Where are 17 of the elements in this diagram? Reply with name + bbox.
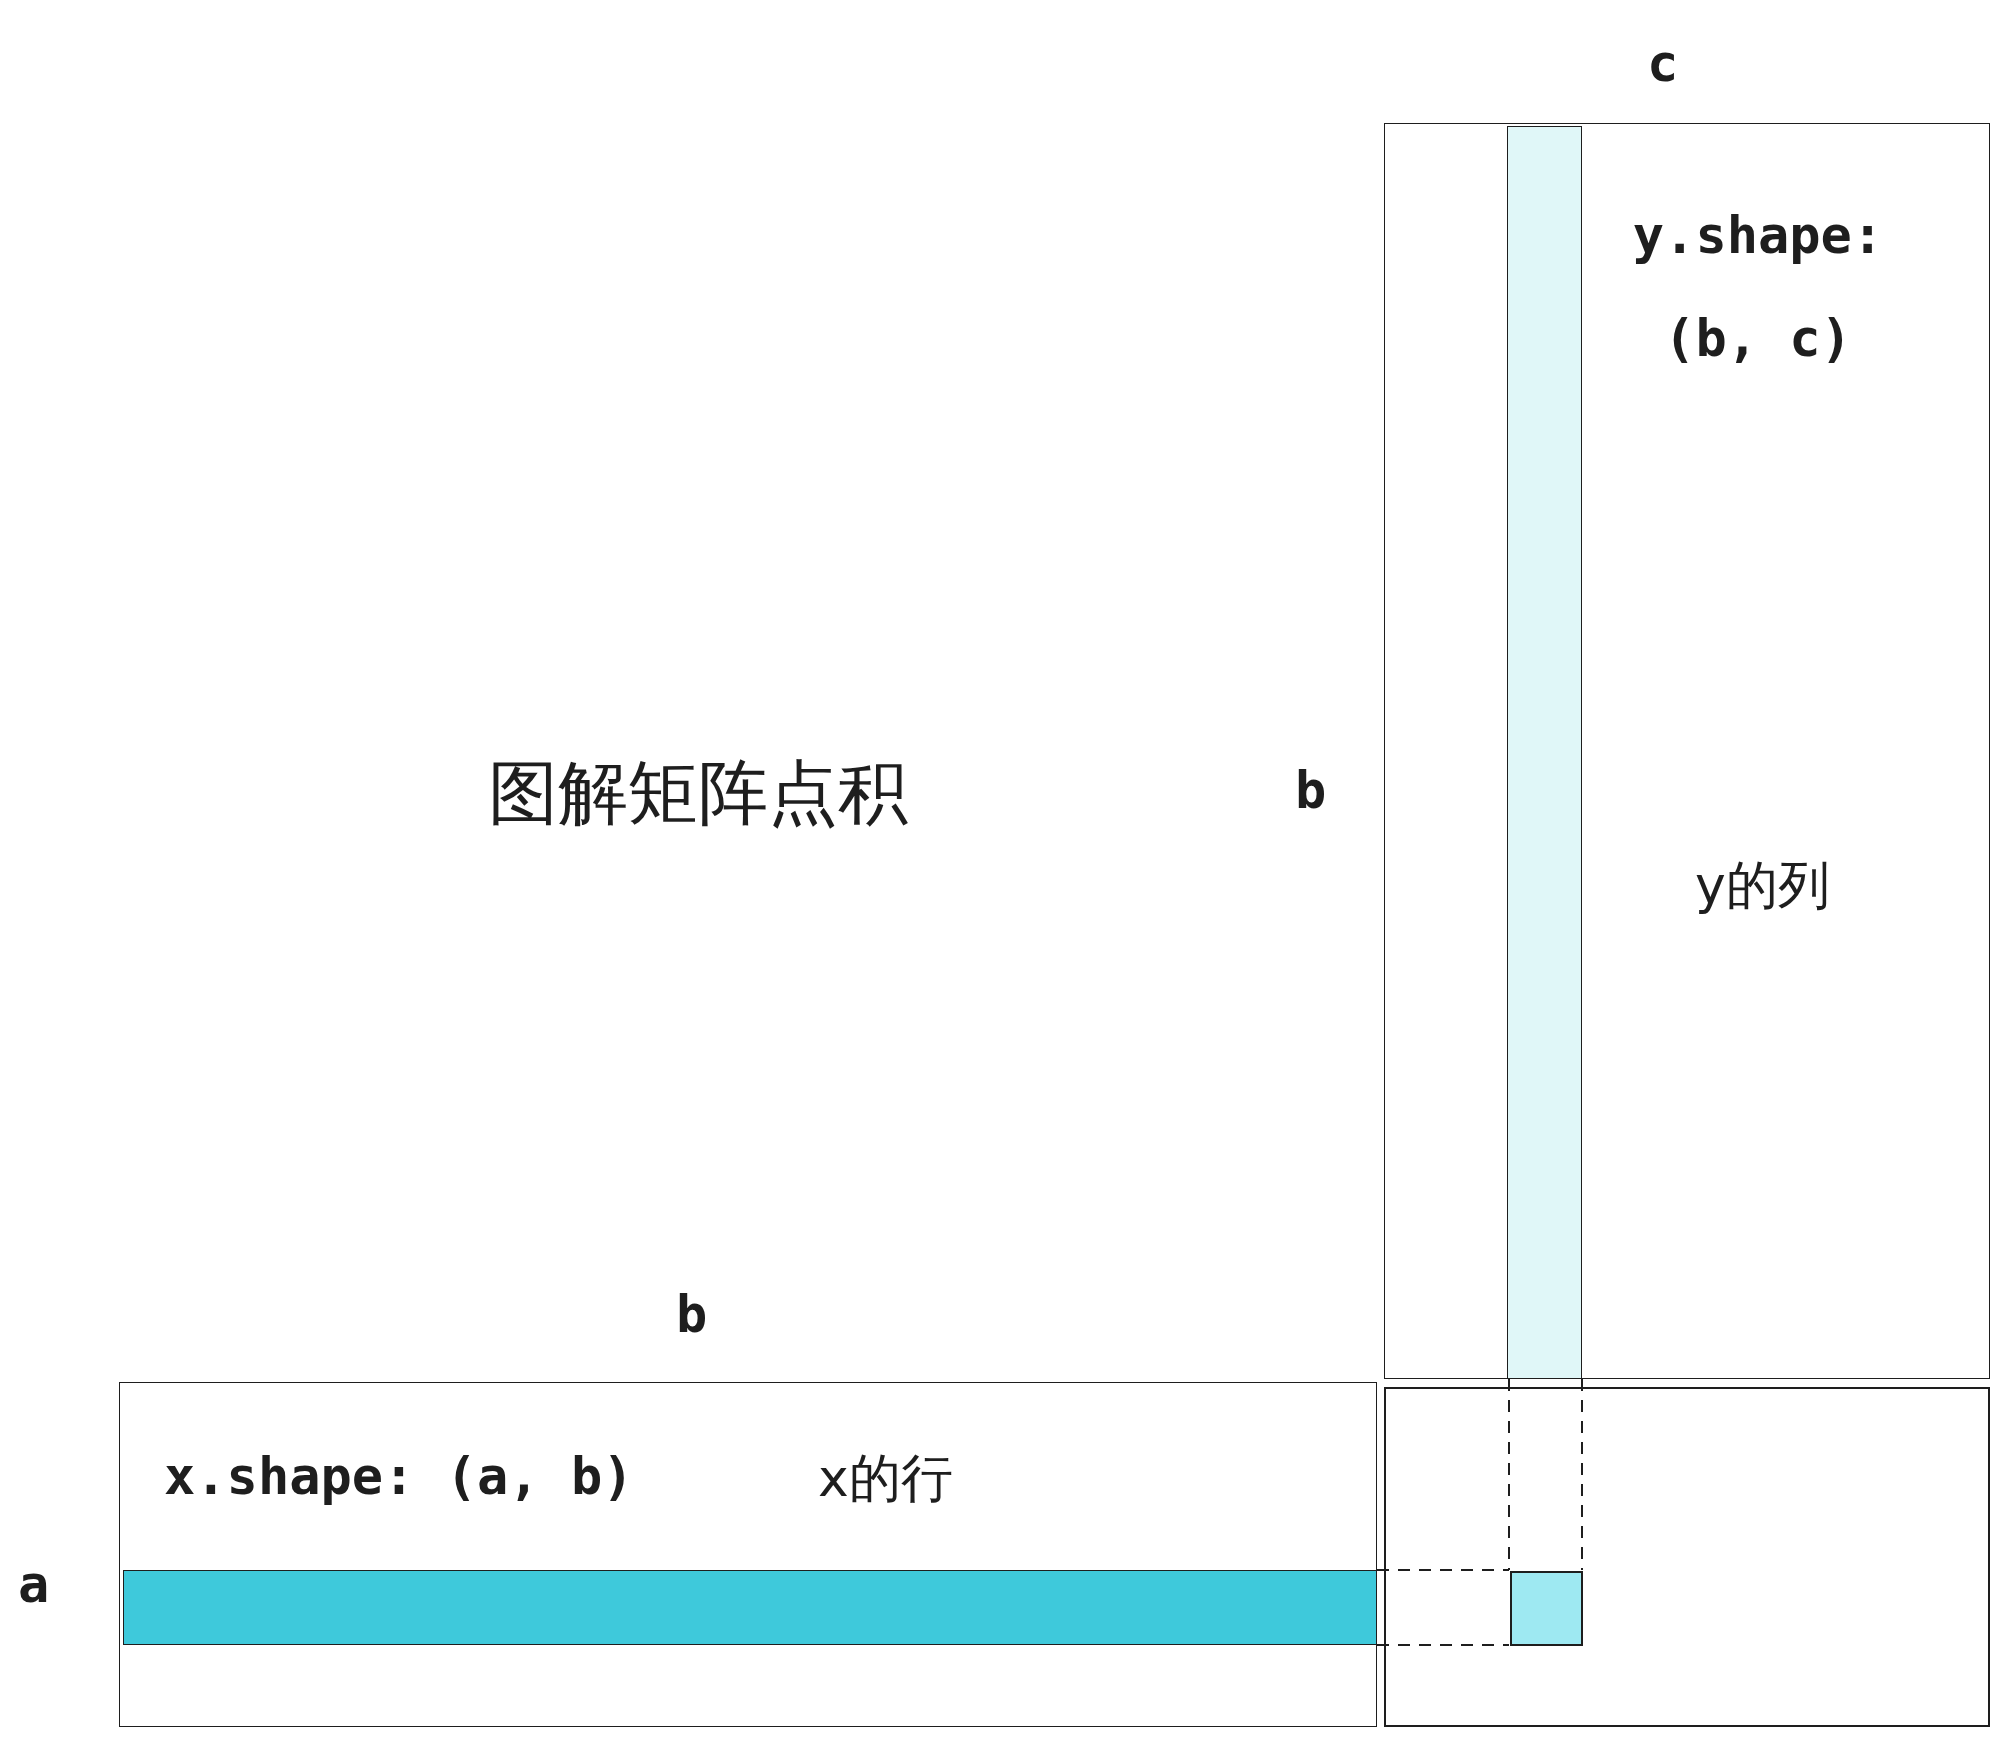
dimension-label: a <box>18 1553 50 1616</box>
guide-line <box>1376 1569 1510 1571</box>
guide-line <box>1376 1644 1510 1646</box>
shape-label: y.shape: (b, c) <box>1631 204 1885 370</box>
result-cell <box>1509 1570 1583 1646</box>
highlight-bar <box>1506 125 1582 1379</box>
matrix-box <box>1384 1387 1990 1727</box>
dimension-label: b <box>676 1283 708 1346</box>
dimension-label: c <box>1647 32 1679 95</box>
guide-line <box>1508 1378 1510 1571</box>
caption-text: y的列 <box>1695 854 1830 917</box>
title: 图解矩阵点积 <box>488 751 908 836</box>
shape-label: x.shape: (a, b) <box>164 1445 634 1508</box>
dimension-label: b <box>1295 759 1327 822</box>
guide-line <box>1581 1378 1583 1571</box>
highlight-bar <box>122 1569 1377 1645</box>
caption-text: x的行 <box>818 1447 953 1510</box>
